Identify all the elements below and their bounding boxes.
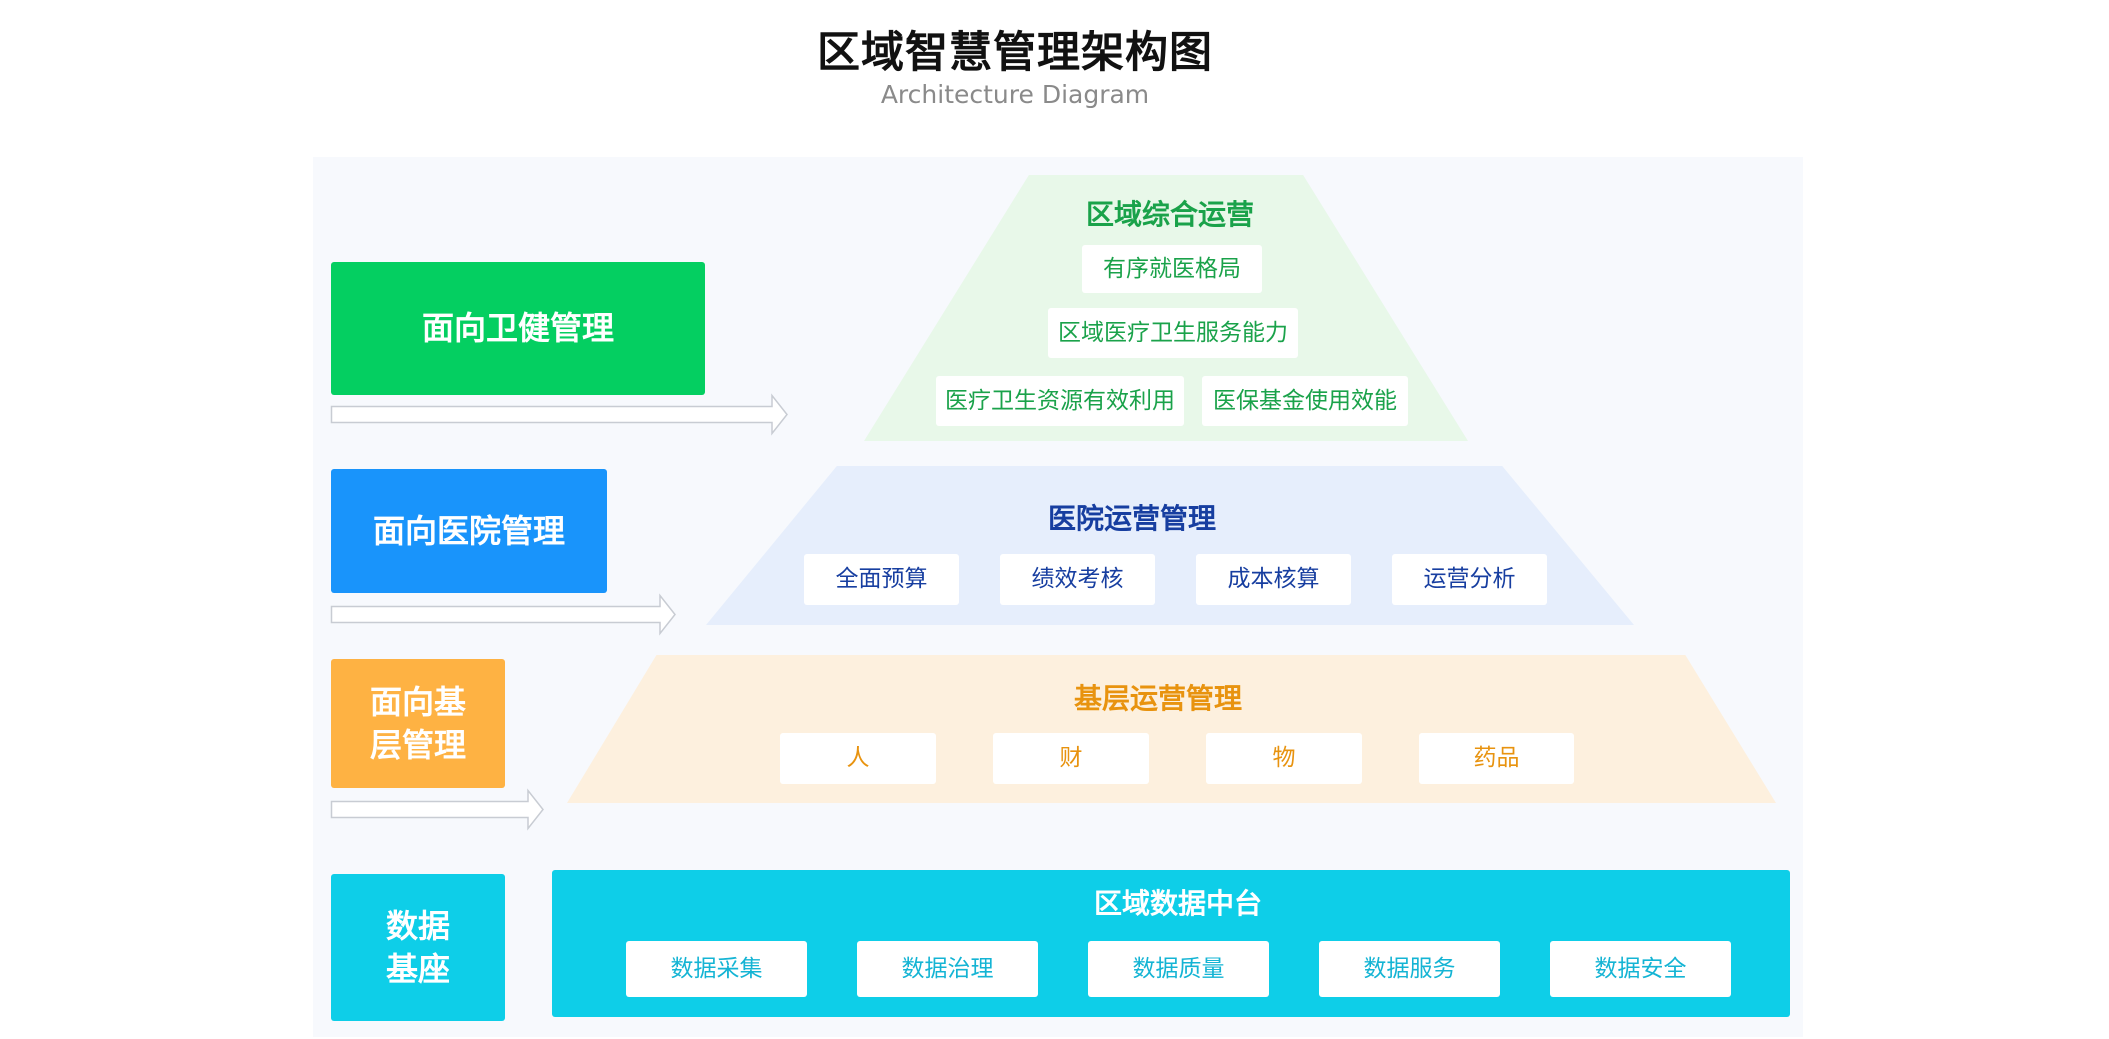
grassroots-layer-title: 基层运营管理 — [1073, 682, 1242, 715]
health-admin-label: 面向卫健管理 — [421, 309, 614, 347]
data-platform-item: 数据治理 — [857, 941, 1038, 997]
hospital-admin-label: 面向医院管理 — [372, 511, 565, 550]
hospital-admin-box: 面向医院管理 — [331, 469, 607, 593]
page-subtitle: Architecture Diagram — [880, 80, 1150, 109]
grassroots-layer-item: 药品 — [1419, 733, 1574, 784]
top-layer-item: 医疗卫生资源有效利用 — [936, 376, 1184, 426]
data-base-label-line1: 数据 — [385, 906, 450, 945]
grassroots-layer-item: 人 — [780, 733, 936, 784]
hospital-layer-item: 运营分析 — [1392, 554, 1547, 605]
data-platform-title: 区域数据中台 — [1093, 887, 1262, 920]
data-platform-item: 数据采集 — [626, 941, 807, 997]
arrow-right-icon — [330, 788, 544, 831]
health-admin-box: 面向卫健管理 — [331, 262, 705, 395]
grassroots-admin-box: 面向基 层管理 — [331, 659, 505, 788]
arrow-right-icon — [330, 593, 676, 636]
grassroots-layer-trapezoid — [567, 655, 1776, 803]
arrow-right-icon — [330, 393, 788, 436]
top-layer-item: 有序就医格局 — [1082, 245, 1262, 293]
grassroots-admin-label-line1: 面向基 — [369, 682, 466, 721]
data-base-box: 数据 基座 — [331, 874, 505, 1021]
grassroots-layer-item: 物 — [1206, 733, 1362, 784]
top-layer-item: 医保基金使用效能 — [1202, 376, 1408, 426]
page-title: 区域智慧管理架构图 — [817, 28, 1213, 78]
hospital-layer-title: 医院运营管理 — [1047, 502, 1216, 535]
top-layer-title: 区域综合运营 — [1085, 198, 1254, 231]
hospital-layer-item: 全面预算 — [804, 554, 959, 605]
hospital-layer-item: 绩效考核 — [1000, 554, 1155, 605]
grassroots-layer-item: 财 — [993, 733, 1149, 784]
hospital-layer-item: 成本核算 — [1196, 554, 1351, 605]
data-platform-item: 数据安全 — [1550, 941, 1731, 997]
top-layer-item: 区域医疗卫生服务能力 — [1048, 308, 1298, 358]
data-platform-item: 数据服务 — [1319, 941, 1500, 997]
grassroots-admin-label-line2: 层管理 — [369, 725, 466, 764]
data-platform-item: 数据质量 — [1088, 941, 1269, 997]
data-base-label-line2: 基座 — [385, 949, 450, 988]
